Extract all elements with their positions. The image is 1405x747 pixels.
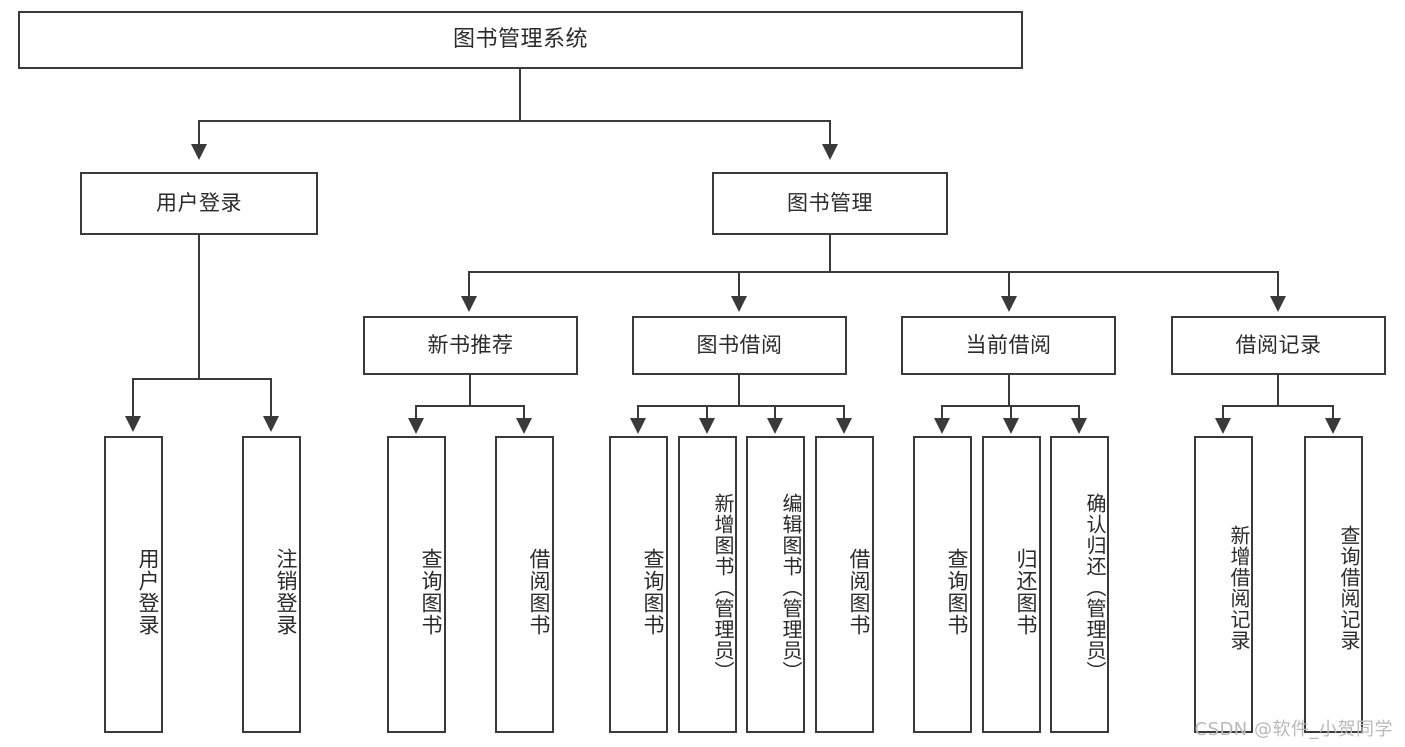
connector-user-login-to-leaf-1 bbox=[132, 378, 135, 418]
node-label: 查询图书 bbox=[641, 547, 665, 636]
arrowhead-user-login-leaf-1 bbox=[125, 416, 141, 432]
connector-to-current-borrow bbox=[1008, 271, 1011, 298]
connector-to-borrow-record bbox=[1277, 271, 1280, 298]
node-leaf-confirm-return-admin[interactable]: 确认归还（管理员） bbox=[1050, 436, 1109, 733]
node-leaf-add-book-admin[interactable]: 新增图书（管理员） bbox=[678, 436, 737, 733]
connector-user-login-to-leaf-2 bbox=[270, 378, 273, 418]
connector-to-book-borrow bbox=[738, 271, 741, 298]
arrowhead-br-leaf-2 bbox=[1325, 418, 1341, 434]
connector-root-to-user-login bbox=[198, 120, 201, 146]
arrowhead-nbr-leaf-1 bbox=[408, 418, 424, 434]
node-label: 图书管理系统 bbox=[452, 26, 588, 52]
connector-bb-leaf-3 bbox=[774, 405, 777, 421]
node-label: 借阅记录 bbox=[1235, 332, 1322, 357]
arrowhead-cb-leaf-2 bbox=[1003, 418, 1019, 434]
connector-bb-leaf-2 bbox=[706, 405, 709, 421]
connector-current-borrow-stem bbox=[1008, 375, 1011, 405]
node-label: 注销登录 bbox=[274, 547, 298, 636]
arrowhead-bb-leaf-2 bbox=[699, 418, 715, 434]
connector-book-borrow-stem bbox=[738, 375, 741, 405]
node-book-management[interactable]: 图书管理 bbox=[712, 172, 948, 235]
node-leaf-query-book-bb[interactable]: 查询图书 bbox=[609, 436, 668, 733]
arrowhead-root-to-user-login bbox=[191, 144, 207, 160]
connector-level3-bus bbox=[468, 271, 1279, 274]
connector-cb-leaf-3 bbox=[1078, 405, 1081, 421]
arrowhead-bb-leaf-1 bbox=[630, 418, 646, 434]
arrowhead-current-borrow bbox=[1001, 296, 1017, 312]
node-label: 新书推荐 bbox=[427, 332, 514, 357]
connector-new-book-recommend-bus bbox=[415, 405, 525, 408]
node-label: 新增借阅记录 bbox=[1227, 524, 1251, 651]
node-book-borrow[interactable]: 图书借阅 bbox=[632, 316, 847, 375]
node-leaf-borrow-book-nbr[interactable]: 借阅图书 bbox=[495, 436, 554, 733]
node-label: 查询图书 bbox=[419, 547, 443, 636]
connector-root-stem bbox=[519, 69, 522, 120]
node-label: 新增图书（管理员） bbox=[711, 493, 735, 682]
arrowhead-br-leaf-1 bbox=[1215, 418, 1231, 434]
watermark: CSDN @软件_小贺同学 bbox=[1194, 719, 1393, 740]
arrowhead-new-book-recommend bbox=[461, 296, 477, 312]
connector-nbr-leaf-1 bbox=[415, 405, 418, 421]
connector-cb-leaf-2 bbox=[1010, 405, 1013, 421]
connector-root-to-book-management bbox=[829, 120, 832, 146]
node-leaf-edit-book-admin[interactable]: 编辑图书（管理员） bbox=[746, 436, 805, 733]
node-new-book-recommend[interactable]: 新书推荐 bbox=[363, 316, 578, 375]
arrowhead-root-to-book-management bbox=[822, 144, 838, 160]
node-current-borrow[interactable]: 当前借阅 bbox=[901, 316, 1116, 375]
node-label: 查询借阅记录 bbox=[1337, 524, 1361, 651]
node-label: 图书管理 bbox=[787, 190, 873, 215]
node-label: 用户登录 bbox=[156, 190, 242, 215]
connector-bb-leaf-4 bbox=[843, 405, 846, 421]
arrowhead-nbr-leaf-2 bbox=[516, 418, 532, 434]
connector-br-leaf-2 bbox=[1332, 405, 1335, 421]
connector-br-leaf-1 bbox=[1222, 405, 1225, 421]
node-leaf-return-book[interactable]: 归还图书 bbox=[982, 436, 1041, 733]
node-user-login[interactable]: 用户登录 bbox=[80, 172, 318, 235]
arrowhead-bb-leaf-4 bbox=[836, 418, 852, 434]
node-label: 确认归还（管理员） bbox=[1083, 493, 1107, 682]
node-leaf-query-borrow-record[interactable]: 查询借阅记录 bbox=[1304, 436, 1363, 733]
arrowhead-borrow-record bbox=[1270, 296, 1286, 312]
node-leaf-user-login[interactable]: 用户登录 bbox=[104, 436, 163, 733]
connector-new-book-recommend-stem bbox=[469, 375, 472, 405]
node-label: 查询图书 bbox=[945, 547, 969, 636]
node-leaf-borrow-book-bb[interactable]: 借阅图书 bbox=[815, 436, 874, 733]
connector-nbr-leaf-2 bbox=[523, 405, 526, 421]
node-leaf-logout[interactable]: 注销登录 bbox=[242, 436, 301, 733]
node-label: 用户登录 bbox=[136, 547, 160, 636]
connector-root-bus bbox=[198, 120, 831, 123]
connector-user-login-bus bbox=[132, 378, 270, 381]
arrowhead-bb-leaf-3 bbox=[767, 418, 783, 434]
connector-bb-leaf-1 bbox=[637, 405, 640, 421]
node-label: 归还图书 bbox=[1014, 547, 1038, 636]
node-label: 编辑图书（管理员） bbox=[779, 493, 803, 682]
arrowhead-cb-leaf-1 bbox=[934, 418, 950, 434]
node-label: 图书借阅 bbox=[696, 332, 783, 357]
connector-cb-leaf-1 bbox=[941, 405, 944, 421]
node-leaf-query-book-nbr[interactable]: 查询图书 bbox=[387, 436, 446, 733]
arrowhead-user-login-leaf-2 bbox=[263, 416, 279, 432]
node-label: 借阅图书 bbox=[527, 547, 551, 636]
node-leaf-add-borrow-record[interactable]: 新增借阅记录 bbox=[1194, 436, 1253, 733]
node-label: 当前借阅 bbox=[965, 332, 1052, 357]
connector-to-new-book-recommend bbox=[468, 271, 471, 298]
node-label: 借阅图书 bbox=[847, 547, 871, 636]
node-leaf-query-book-cb[interactable]: 查询图书 bbox=[913, 436, 972, 733]
connector-borrow-record-stem bbox=[1277, 375, 1280, 405]
node-root-book-management-system[interactable]: 图书管理系统 bbox=[18, 11, 1023, 69]
node-borrow-record[interactable]: 借阅记录 bbox=[1171, 316, 1386, 375]
connector-book-borrow-bus bbox=[637, 405, 845, 408]
arrowhead-cb-leaf-3 bbox=[1071, 418, 1087, 434]
connector-borrow-record-bus bbox=[1222, 405, 1334, 408]
connector-user-login-stem bbox=[198, 235, 201, 378]
connector-book-management-stem bbox=[829, 235, 832, 271]
arrowhead-book-borrow bbox=[731, 296, 747, 312]
